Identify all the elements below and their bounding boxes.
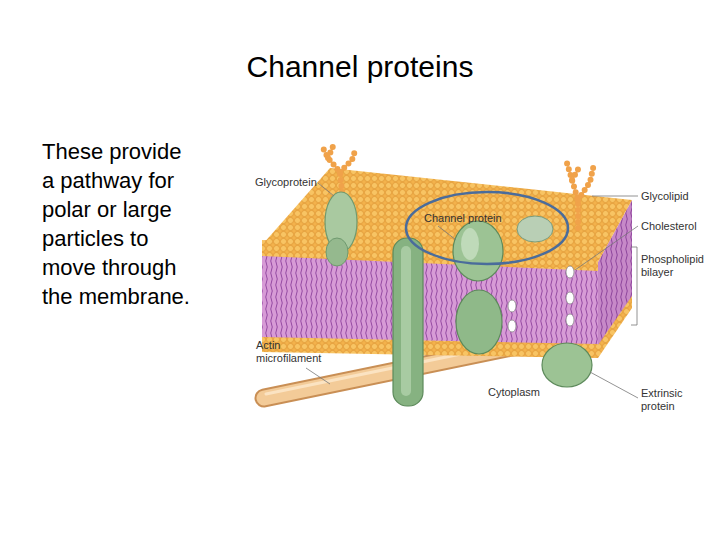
part-label: Glycolipid [641, 190, 689, 203]
slide-title: Channel proteins [0, 50, 720, 84]
peripheral-protein [517, 216, 553, 242]
leader-line [306, 368, 330, 384]
leader-line [318, 183, 334, 196]
glycoprotein-shape [326, 238, 348, 266]
leader-line [575, 226, 638, 270]
sugar-chain [328, 144, 334, 158]
leader-line [592, 196, 638, 197]
proteins [322, 144, 594, 406]
ellipse-outline [406, 192, 568, 264]
part-label: Glycoprotein [255, 176, 317, 189]
head-row-side [598, 296, 632, 358]
part-label: Cholesterol [641, 220, 697, 233]
ellipse-outline [404, 190, 570, 266]
cholesterol-shape [566, 292, 574, 304]
protein-highlight [461, 228, 479, 260]
cholesterol-shape [508, 300, 516, 312]
part-label: Channel protein [424, 212, 502, 225]
leader-line [590, 372, 638, 398]
extrinsic-protein-shape [542, 343, 592, 387]
leader-line [438, 226, 456, 240]
part-label: Actin microfilament [256, 339, 326, 365]
part-label: Phospholipid bilayer [641, 253, 705, 279]
channel-protein-shape [456, 290, 502, 354]
body-text: These provide a pathway for polar or lar… [42, 137, 194, 311]
cholesterol-shape [566, 266, 574, 278]
leader-lines [306, 183, 638, 398]
highlight-ellipse: Channel protein [404, 190, 570, 266]
channel-protein-shape [453, 221, 503, 281]
transmembrane-protein [393, 238, 423, 406]
head-row-top [262, 240, 598, 271]
region-label: Cytoplasm [488, 386, 540, 399]
cholesterol-shape [508, 320, 516, 332]
part-label: Extrinsic protein [641, 387, 696, 413]
sugar-chain [572, 166, 580, 180]
cholesterol-shape [566, 314, 574, 326]
bilayer-bracket [631, 247, 637, 325]
sugar-chain [340, 148, 356, 172]
protein-highlight [401, 246, 411, 396]
